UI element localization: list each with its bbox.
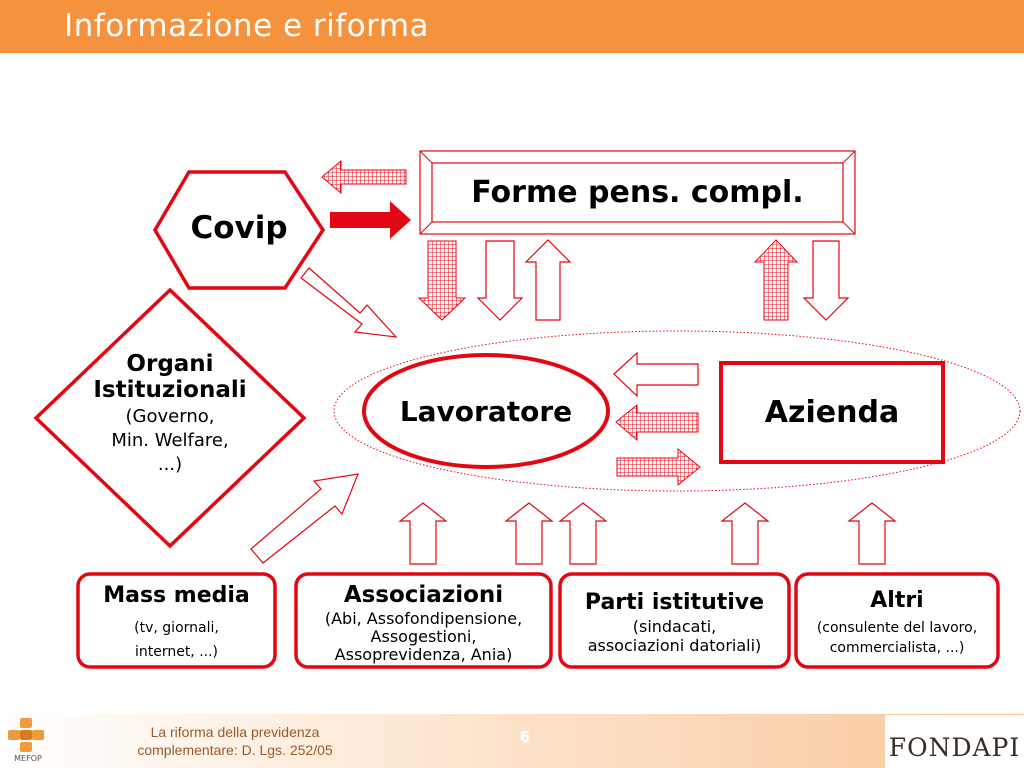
arrow-massmedia-to-lavoratore — [250, 473, 359, 564]
arrow-outline-up-left — [524, 239, 572, 321]
altri-sub-line2: commercialista, ...) — [829, 640, 965, 656]
organi-sub-line1: (Governo, — [125, 406, 215, 427]
azienda-box — [719, 361, 945, 464]
forme-box — [419, 150, 856, 235]
covip-label: Covip — [190, 210, 288, 246]
arrow-covip-to-lavoratore — [300, 267, 398, 338]
arrow-up-associazioni-1 — [398, 502, 448, 565]
header-bar — [0, 0, 1024, 53]
azienda-label: Azienda — [764, 395, 900, 430]
parti-title: Parti istitutive — [584, 590, 765, 615]
associazioni-sub-line3: Assoprevidenza, Ania) — [334, 645, 513, 664]
arrow-hatched-left-azienda — [615, 403, 699, 442]
arrow-up-parti-1 — [558, 502, 608, 565]
arrow-up-parti-2 — [720, 502, 770, 565]
arrow-up-associazioni-2 — [504, 502, 554, 565]
lavoratore-ellipse — [362, 353, 610, 469]
arrow-hatched-left-top — [321, 159, 407, 195]
organi-sub-line3: ...) — [157, 454, 183, 475]
arrow-covip-to-forme — [330, 201, 411, 239]
mass-media-sub-line1: (tv, giornali, — [134, 620, 219, 636]
footer-caption-line1: La riforma della previdenza — [150, 724, 320, 740]
arrow-outline-down-right — [802, 240, 850, 321]
mass-media-title: Mass media — [103, 583, 250, 608]
fondapi-logo-text: FONDAPI — [888, 733, 1021, 762]
arrow-up-altri — [847, 502, 897, 565]
altri-box — [794, 572, 1000, 669]
mefop-logo-caption: MEFOP — [14, 754, 42, 763]
arrow-hatched-down-left — [417, 240, 467, 321]
organi-title-line1: Organi — [126, 351, 214, 377]
associazioni-title: Associazioni — [343, 582, 504, 608]
associazioni-box — [294, 572, 553, 669]
parti-sub-line2: associazioni datoriali) — [587, 636, 762, 655]
footer-bar — [0, 714, 1024, 768]
page-number: 6 — [519, 728, 531, 746]
footer-caption-line2: complementare: D. Lgs. 252/05 — [137, 742, 333, 758]
mefop-logo-icon — [8, 718, 44, 752]
parti-sub-line1: (sindacati, — [632, 617, 717, 636]
arrow-outline-left-azienda — [613, 351, 699, 398]
footer-caption: La riforma della previdenza complementar… — [100, 723, 370, 759]
dotted-ellipse — [333, 330, 1021, 492]
arrow-hatched-up-right — [753, 239, 799, 321]
organi-sub-line2: Min. Welfare, — [111, 430, 229, 451]
parti-box — [558, 572, 791, 669]
mass-media-sub-line2: internet, ...) — [134, 644, 219, 660]
page-title: Informazione e riforma — [64, 8, 430, 44]
organi-title-line2: Istituzionali — [93, 377, 247, 403]
organi-diamond — [33, 287, 307, 549]
altri-title: Altri — [870, 588, 924, 613]
forme-label: Forme pens. compl. — [471, 175, 804, 210]
associazioni-sub-line2: Assogestioni, — [370, 627, 477, 646]
covip-hexagon — [152, 170, 326, 290]
lavoratore-label: Lavoratore — [399, 395, 573, 428]
arrow-outline-down-left — [476, 240, 524, 321]
associazioni-sub-line1: (Abi, Assofondipensione, — [324, 609, 523, 628]
arrow-hatched-right-lavoratore — [616, 447, 701, 487]
mass-media-box — [76, 572, 277, 669]
altri-sub-line1: (consulente del lavoro, — [816, 620, 978, 636]
fondapi-logo-icon — [885, 715, 1024, 768]
